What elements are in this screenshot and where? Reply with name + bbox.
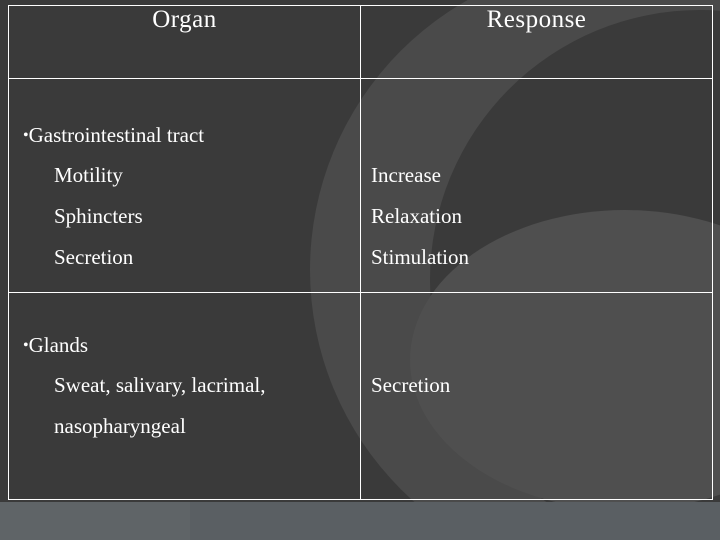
sub-item-sweat-salivary-lacrimal: Sweat, salivary, lacrimal, xyxy=(54,373,266,398)
cell-organ-gastrointestinal: •Gastrointestinal tract Motility Sphinct… xyxy=(8,77,361,294)
cell-response-glands: Secretion xyxy=(360,292,713,500)
footer-band xyxy=(0,502,720,540)
bullet-label: Gastrointestinal tract xyxy=(28,123,205,147)
bullet-glyph-icon: • xyxy=(23,127,29,144)
table-header-row: Organ Response xyxy=(8,5,713,79)
sub-item-motility: Motility xyxy=(54,163,123,187)
response-stimulation: Stimulation xyxy=(371,245,470,269)
bullet-glyph-icon: • xyxy=(23,337,29,355)
table-row: •Gastrointestinal tract Motility Sphinct… xyxy=(8,77,713,294)
response-secretion: Secretion xyxy=(371,373,451,398)
sub-item-sphincters: Sphincters xyxy=(54,204,143,228)
sub-item-secretion: Secretion xyxy=(54,245,134,269)
footer-band-left xyxy=(0,502,190,540)
response-increase: Increase xyxy=(371,163,441,187)
cell-response-gastrointestinal: Increase Relaxation Stimulation xyxy=(360,77,713,294)
table-row: •Glands Sweat, salivary, lacrimal, nasop… xyxy=(8,292,713,500)
response-relaxation: Relaxation xyxy=(371,204,462,228)
bullet-item-glands: •Glands xyxy=(9,335,360,356)
cell-organ-glands: •Glands Sweat, salivary, lacrimal, nasop… xyxy=(8,292,361,500)
sub-item-nasopharyngeal: nasopharyngeal xyxy=(54,414,186,439)
bullet-label: Glands xyxy=(28,333,89,358)
column-header-response: Response xyxy=(360,5,713,79)
comparison-table: Organ Response •Gastrointestinal tract M… xyxy=(8,5,713,500)
column-header-organ: Organ xyxy=(8,5,361,79)
bullet-item-gastrointestinal-tract: •Gastrointestinal tract xyxy=(9,125,360,146)
